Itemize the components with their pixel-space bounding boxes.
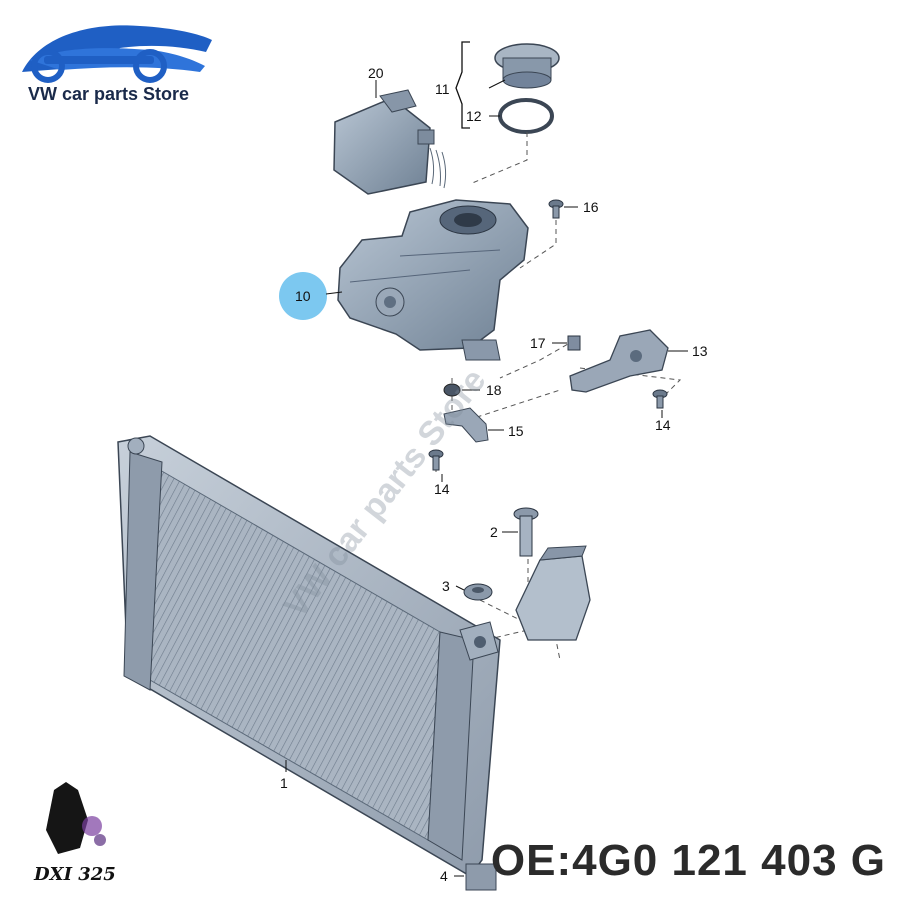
bolt-part-14-right <box>652 389 668 409</box>
signature-logo: DXI 325 <box>33 782 116 885</box>
screw-part-16 <box>548 199 564 219</box>
callout-14-right: 14 <box>655 417 671 433</box>
car-wrench-logo-icon <box>22 25 212 83</box>
store-name: VW car parts Store <box>28 84 190 104</box>
callout-15: 15 <box>508 423 524 439</box>
callout-4: 4 <box>440 868 448 884</box>
grommet-part-18 <box>443 383 461 397</box>
highlight-circle <box>279 272 327 320</box>
callout-13: 13 <box>692 343 708 359</box>
callout-17: 17 <box>530 335 546 351</box>
callout-14-left: 14 <box>434 481 450 497</box>
callout-20: 20 <box>368 65 384 81</box>
oe-part-number: OE:4G0 121 403 G <box>490 836 886 885</box>
radiator-part-1 <box>117 435 501 877</box>
part-4 <box>465 863 497 891</box>
callout-10-leader <box>325 291 343 295</box>
callout-12: 12 <box>466 108 482 124</box>
bracket-part-15 <box>443 407 489 443</box>
coolant-bottle-part-20 <box>333 80 447 195</box>
mount-bracket <box>515 545 591 641</box>
callout-16: 16 <box>583 199 599 215</box>
callout-2: 2 <box>490 524 498 540</box>
o-ring-part-12 <box>498 98 554 134</box>
callout-11: 11 <box>435 81 450 97</box>
signature-text: DXI 325 <box>33 864 116 885</box>
callout-18: 18 <box>486 382 502 398</box>
expansion-tank-part-10 <box>337 199 529 361</box>
bracket-part-13 <box>569 329 669 393</box>
bolt-part-14-left <box>428 449 444 471</box>
clip-part-17 <box>567 335 581 351</box>
callout-1: 1 <box>280 775 288 791</box>
pin-part-2 <box>513 507 539 557</box>
callout-10: 10 <box>295 288 311 304</box>
cap-part-11 <box>494 43 560 89</box>
bush-part-3 <box>463 583 493 601</box>
callout-3: 3 <box>442 578 450 594</box>
